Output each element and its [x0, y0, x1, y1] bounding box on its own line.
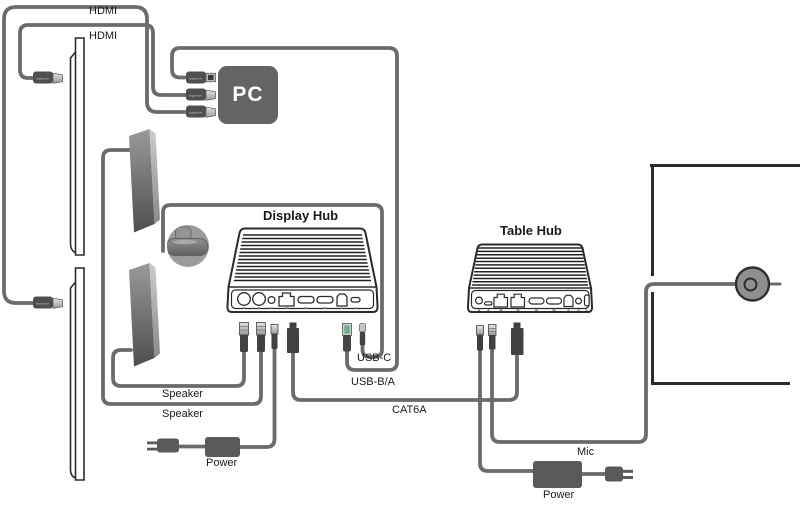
mic-pod-button	[743, 277, 758, 292]
hdmi-cable-2	[2, 5, 190, 305]
speaker-label-1: Speaker	[162, 388, 203, 400]
table	[650, 164, 800, 385]
slot-port	[483, 301, 493, 306]
camera-connector-inset	[167, 225, 209, 267]
display-power-label: Power	[206, 457, 238, 469]
display-2-side	[69, 281, 77, 479]
speaker-1	[129, 129, 160, 233]
rj45-port	[278, 292, 295, 307]
display-1	[69, 37, 85, 256]
aux-port-2	[574, 297, 582, 305]
hdmi-port-2	[316, 295, 334, 304]
table-hub	[466, 243, 594, 313]
hdmi-cable-1	[18, 23, 190, 97]
usb-ba-label: USB-B/A	[351, 376, 396, 388]
usb-b-port	[563, 294, 574, 308]
display-2-hdmi-connector: logitech	[33, 296, 63, 309]
display-hub-power-cable	[238, 344, 277, 449]
pc-hdmi-connector-1: logitech	[186, 88, 216, 101]
speaker-cable-1	[111, 348, 246, 388]
brand-text: logitech	[36, 77, 49, 81]
speaker-1-front	[129, 129, 155, 233]
cables	[2, 5, 782, 476]
display-hub-power-brick	[205, 437, 240, 457]
brand-text: logitech	[189, 111, 202, 115]
speaker-2-front	[129, 263, 155, 367]
brand-text: logitech	[36, 302, 49, 306]
usb-b-port	[336, 293, 348, 307]
rj45-port-2	[510, 293, 526, 308]
hdmi-port-2	[545, 297, 563, 305]
mic-pod-body	[734, 266, 771, 302]
pc-label: PC	[232, 83, 264, 106]
brand-text: logitech	[189, 77, 202, 81]
speaker-plug-1	[239, 322, 249, 352]
speaker-label-2: Speaker	[162, 408, 203, 420]
speaker-2-side	[149, 263, 160, 358]
usb-ba-cable	[170, 46, 399, 372]
table-hub-rj45-plug	[511, 322, 524, 355]
table-hub-vents	[472, 247, 588, 286]
display-1-hdmi-connector: logitech	[33, 71, 63, 84]
usb-c-cable	[161, 203, 384, 359]
pc-hdmi-connector-2: logitech	[186, 105, 216, 118]
display-hub-ports	[237, 292, 361, 307]
display-hub-vents	[233, 234, 372, 282]
display-hub-ac-plug	[147, 438, 179, 453]
usb-c-label: USB-C	[357, 352, 392, 364]
pc-box	[218, 66, 278, 124]
cat6a-label: CAT6A	[392, 404, 427, 416]
table-hub-port-labels	[478, 309, 588, 311]
table-hub-power-cable	[478, 346, 536, 473]
display-hub-power-plug	[270, 324, 279, 349]
brand-text: logitech	[189, 94, 202, 98]
pc-usb-connector: logitech	[186, 71, 216, 84]
aux-port	[267, 295, 276, 305]
table-hub-power-brick	[533, 461, 582, 488]
rj45-port-1	[493, 293, 509, 308]
usb-c-plug	[358, 323, 367, 346]
cat6a-cable	[291, 348, 519, 402]
mic-pod	[734, 266, 771, 302]
usb-c-port	[350, 296, 361, 303]
table-hub-power-plug	[476, 325, 484, 351]
table-power-label: Power	[543, 489, 575, 501]
display-2-panel	[74, 267, 85, 481]
hdmi-label-1: HDMI	[89, 5, 118, 17]
hdmi-label-2: HDMI	[89, 30, 118, 42]
speaker-out-port-1	[237, 292, 251, 306]
display-hub-port-labels	[243, 307, 357, 309]
hdmi-port-1	[297, 295, 315, 304]
display-2	[69, 267, 85, 481]
display-1-side	[69, 51, 77, 254]
usb-a-plug	[342, 323, 352, 352]
speaker-2	[129, 263, 160, 367]
mic-plug	[488, 324, 497, 350]
mic-cable	[490, 282, 739, 444]
speaker-1-side	[149, 129, 160, 224]
usb-c-port	[583, 294, 590, 307]
table-hub-ac-plug	[605, 466, 633, 482]
speaker-cable-2	[101, 148, 263, 406]
speaker-plug-2	[256, 322, 266, 352]
display-hub-title: Display Hub	[263, 208, 339, 223]
hdmi-port-1	[528, 297, 545, 305]
aux-port	[475, 296, 484, 305]
table-hub-ports	[475, 293, 590, 308]
display-hub-rj45-plug	[287, 322, 299, 353]
table-hub-title: Table Hub	[500, 223, 562, 238]
display-hub	[226, 227, 379, 313]
display-hub-port-panel	[230, 289, 375, 310]
speaker-out-port-2	[252, 292, 266, 306]
mic-label: Mic	[577, 446, 595, 458]
display-1-panel	[74, 37, 85, 256]
